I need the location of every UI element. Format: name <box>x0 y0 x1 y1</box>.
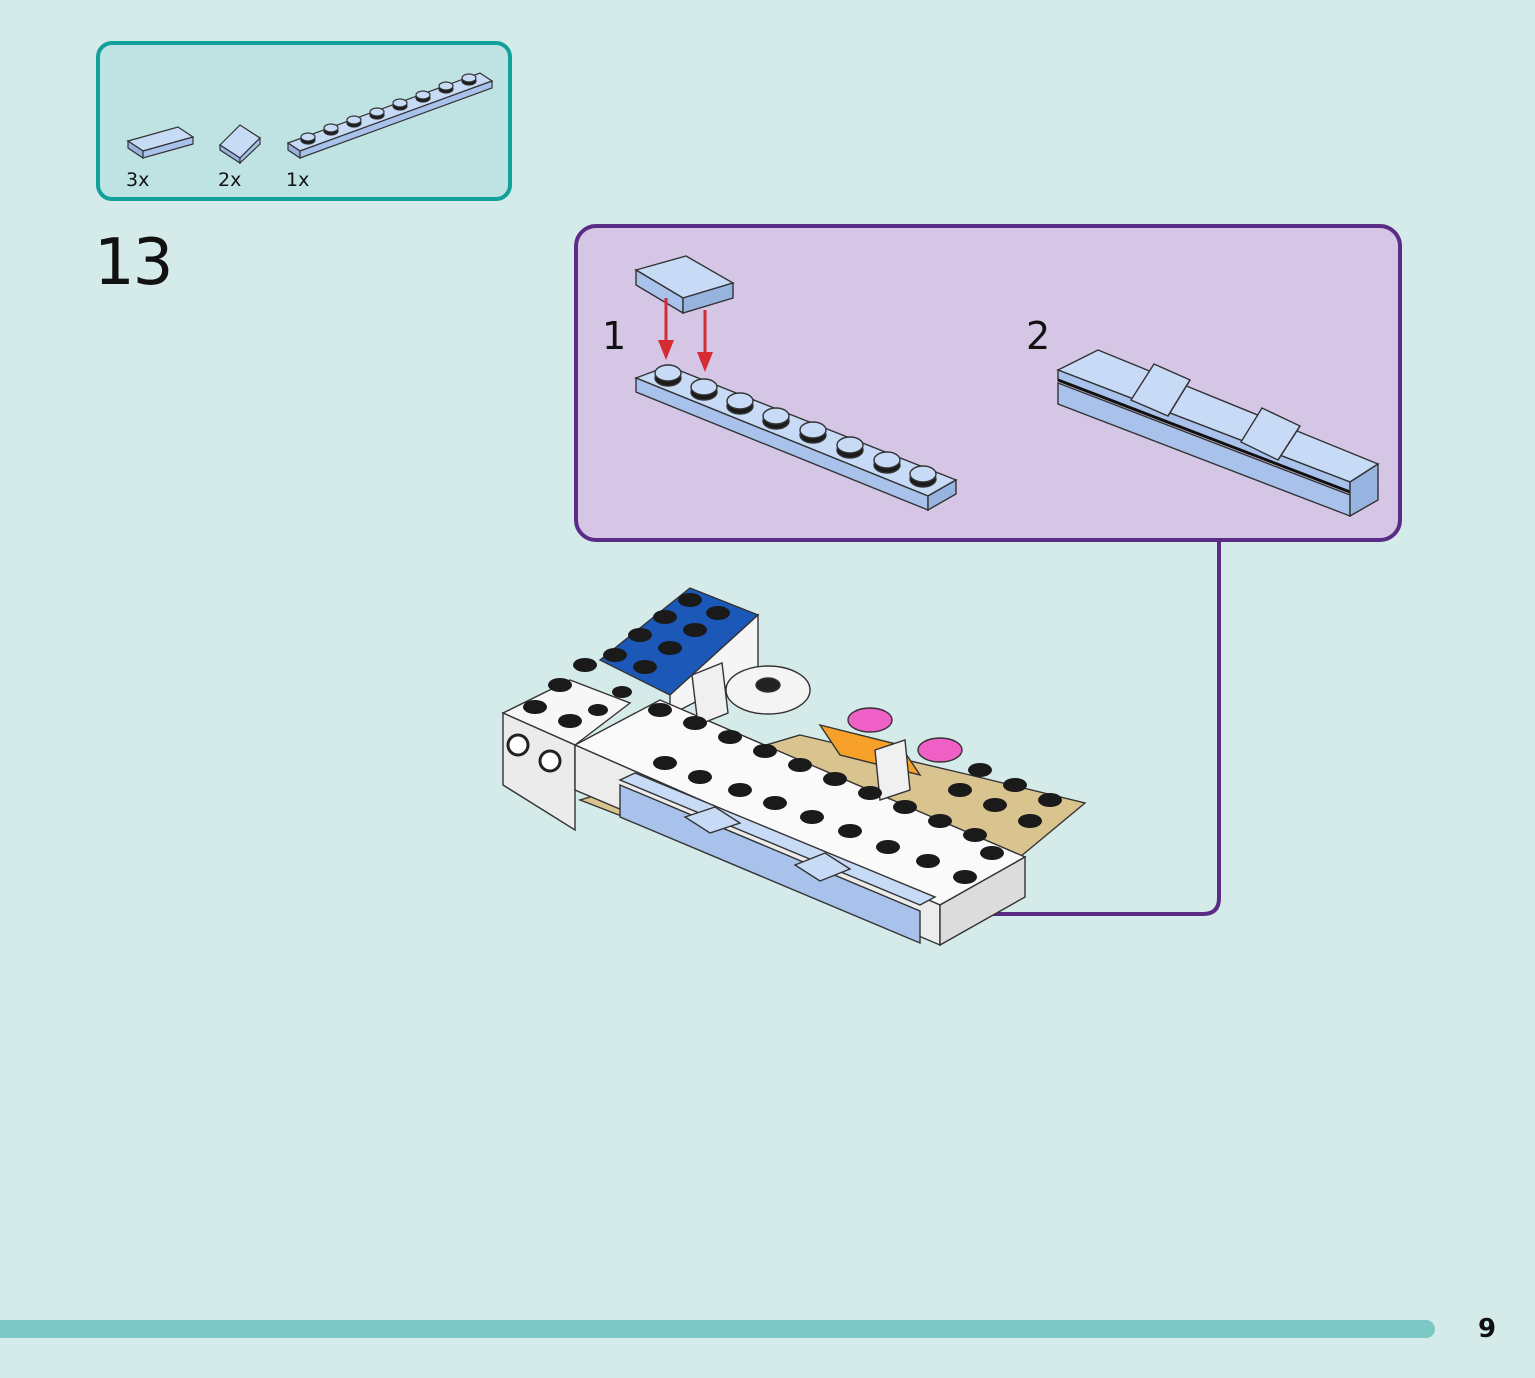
part-quantity: 1x <box>286 169 310 191</box>
footer-progress-bar <box>0 1320 1435 1338</box>
part-quantity: 3x <box>126 169 150 191</box>
parts-list-illustration <box>126 72 494 165</box>
model-assembly-illustration <box>501 587 1087 947</box>
step-number: 13 <box>94 226 173 300</box>
substep-label: 2 <box>1026 314 1051 358</box>
tile-part-icon <box>126 126 195 160</box>
substep-2-illustration <box>1056 349 1380 518</box>
part-quantity: 2x <box>218 169 242 191</box>
substep-1-illustration <box>634 255 958 512</box>
substep-label: 1 <box>602 314 627 358</box>
subassembly-box: 1 2 <box>574 224 1402 542</box>
page-number: 9 <box>1478 1314 1497 1344</box>
parts-list-box: 3x 2x 1x <box>96 41 512 201</box>
subassembly-illustration <box>634 255 1380 518</box>
slope-part-icon <box>219 124 261 165</box>
plate-1x8-part-icon <box>286 72 494 160</box>
